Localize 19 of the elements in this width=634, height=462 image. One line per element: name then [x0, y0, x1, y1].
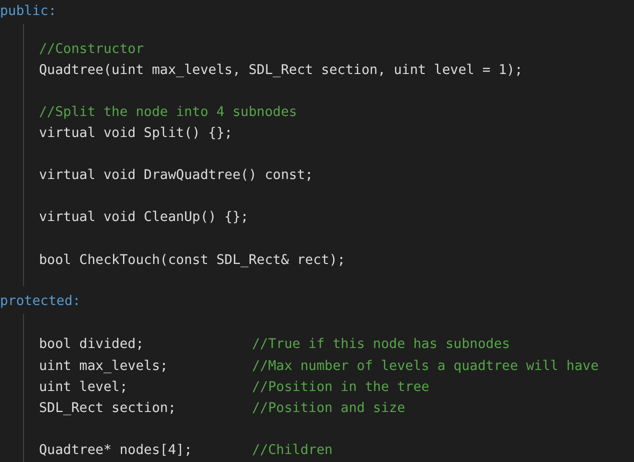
code-line: virtual void Split() {};: [39, 125, 232, 143]
code-line: Quadtree* nodes[4];: [39, 442, 192, 460]
code-comment: //Position in the tree: [252, 379, 430, 397]
code-comment: //Max number of levels a quadtree will have: [252, 358, 599, 376]
code-line: SDL_Rect section;: [39, 400, 176, 418]
code-comment: //True if this node has subnodes: [252, 336, 510, 354]
code-line: virtual void DrawQuadtree() const;: [39, 167, 314, 185]
code-comment: //Split the node into 4 subnodes: [39, 104, 297, 122]
code-comment: //Position and size: [252, 400, 406, 418]
code-line: bool divided;: [39, 336, 144, 354]
access-specifier: protected:: [0, 293, 81, 311]
access-specifier: public:: [0, 3, 56, 21]
code-line: bool CheckTouch(const SDL_Rect& rect);: [39, 252, 346, 270]
code-line: virtual void CleanUp() {};: [39, 209, 249, 227]
code-line: uint max_levels;: [39, 358, 168, 376]
code-line: Quadtree(uint max_levels, SDL_Rect section, uint level = 1);: [39, 62, 523, 80]
code-comment: //Constructor: [39, 41, 144, 59]
code-line: uint level;: [39, 379, 128, 397]
code-comment: //Children: [252, 442, 333, 460]
